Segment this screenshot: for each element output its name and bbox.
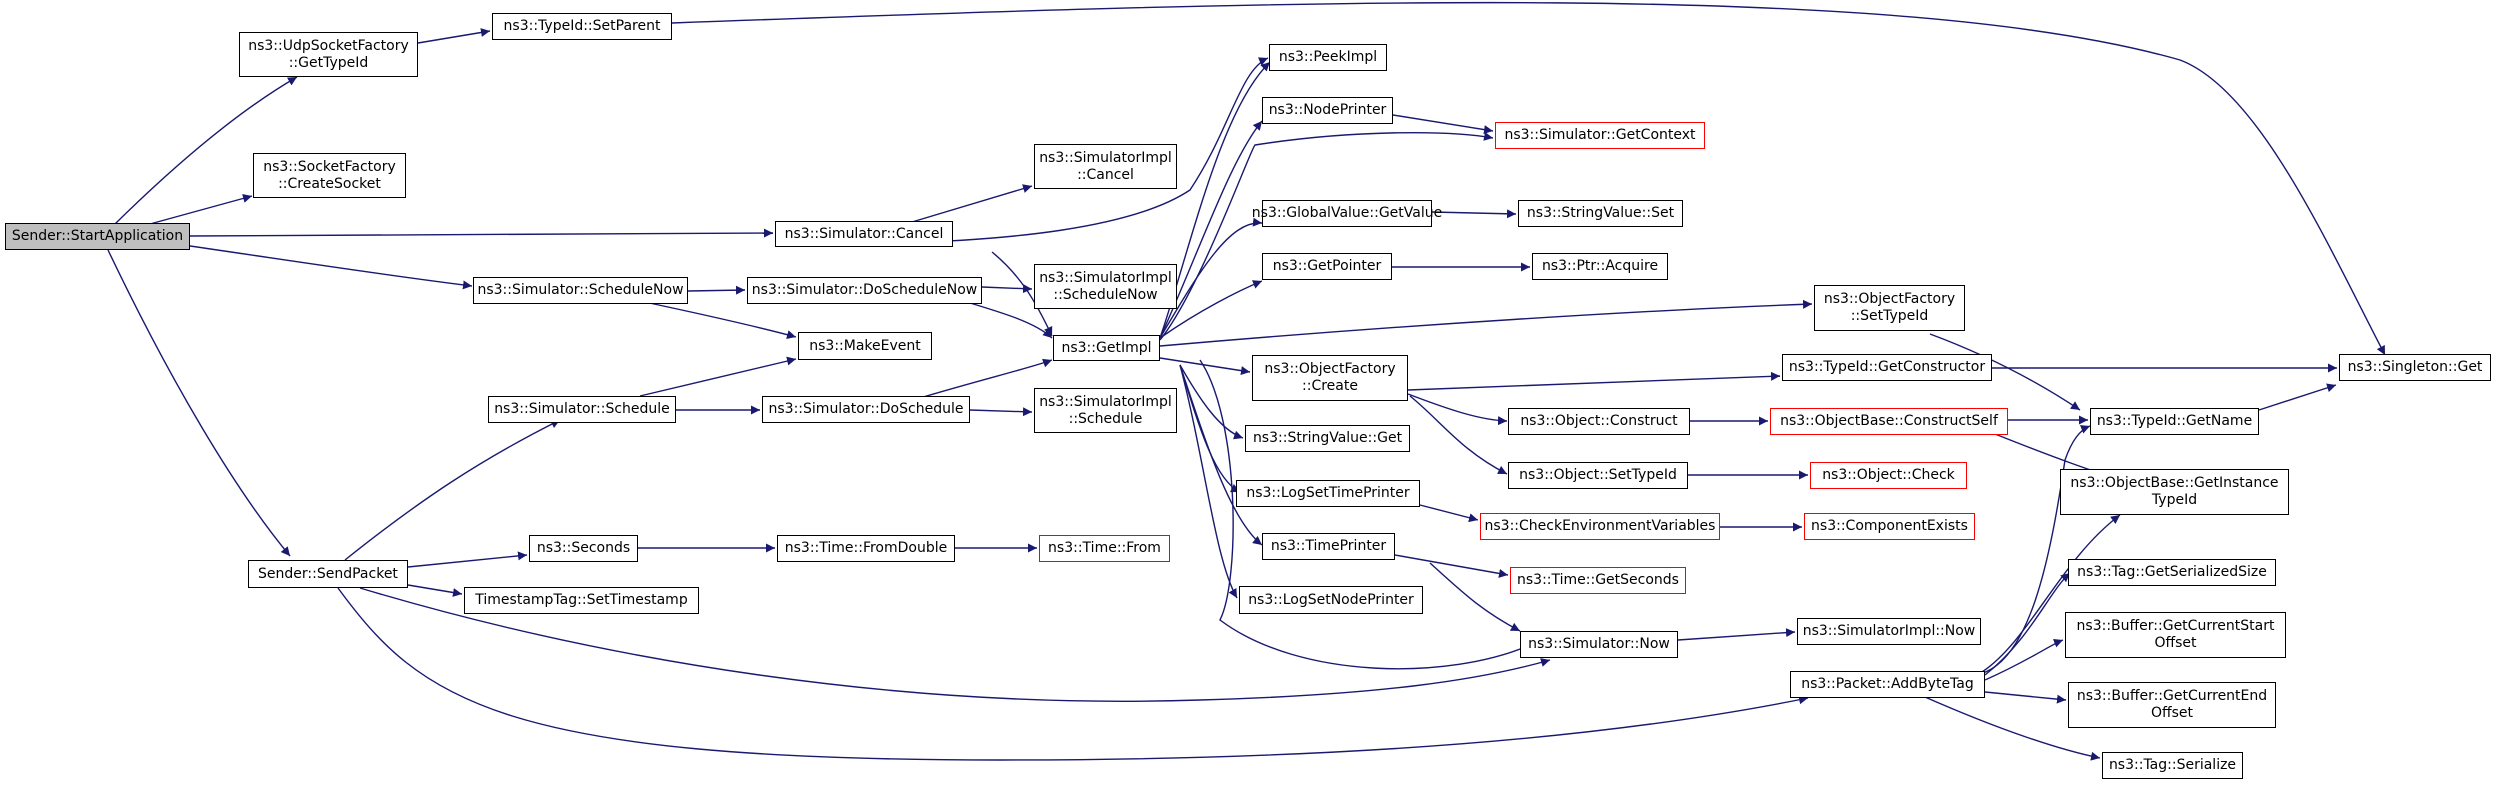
edge bbox=[1984, 691, 2067, 704]
edge bbox=[1929, 333, 2081, 411]
edge bbox=[1981, 514, 2121, 673]
node-check-environment-variables[interactable]: ns3::CheckEnvironmentVariables bbox=[1480, 513, 1720, 540]
node-tag-get-serialized-size[interactable]: ns3::Tag::GetSerializedSize bbox=[2068, 559, 2276, 586]
edge bbox=[1179, 364, 1263, 546]
node-buffer-get-current-end-offset[interactable]: ns3::Buffer::GetCurrentEnd Offset bbox=[2068, 682, 2276, 728]
node-sender-start-application: Sender::StartApplication bbox=[5, 223, 190, 250]
edge bbox=[1392, 114, 1494, 135]
edge bbox=[1394, 554, 1509, 578]
node-simulator-impl-schedule-now[interactable]: ns3::SimulatorImpl ::ScheduleNow bbox=[1034, 264, 1177, 309]
edge bbox=[407, 551, 528, 568]
node-object-construct[interactable]: ns3::Object::Construct bbox=[1508, 408, 1690, 435]
edge bbox=[1159, 299, 1813, 347]
node-simulator-impl-now[interactable]: ns3::SimulatorImpl::Now bbox=[1797, 618, 1981, 645]
node-node-printer[interactable]: ns3::NodePrinter bbox=[1262, 97, 1393, 124]
node-type-id-set-parent[interactable]: ns3::TypeId::SetParent bbox=[492, 13, 672, 40]
node-sender-send-packet[interactable]: Sender::SendPacket bbox=[248, 560, 408, 588]
node-tag-serialize[interactable]: ns3::Tag::Serialize bbox=[2102, 752, 2243, 779]
node-string-value-get[interactable]: ns3::StringValue::Get bbox=[1245, 425, 1410, 452]
node-udp-socket-factory-get-type-id[interactable]: ns3::UdpSocketFactory ::GetTypeId bbox=[239, 32, 418, 77]
node-object-factory-create[interactable]: ns3::ObjectFactory ::Create bbox=[1252, 355, 1408, 401]
edge bbox=[344, 419, 561, 561]
node-component-exists[interactable]: ns3::ComponentExists bbox=[1804, 513, 1975, 540]
edge bbox=[1159, 217, 1263, 339]
node-time-get-seconds[interactable]: ns3::Time::GetSeconds bbox=[1510, 567, 1686, 594]
node-object-factory-set-type-id[interactable]: ns3::ObjectFactory ::SetTypeId bbox=[1814, 285, 1965, 331]
edge bbox=[1677, 628, 1796, 641]
edge bbox=[1409, 395, 1508, 475]
node-log-set-node-printer[interactable]: ns3::LogSetNodePrinter bbox=[1239, 586, 1423, 614]
edge bbox=[149, 194, 253, 225]
edge bbox=[969, 407, 1033, 417]
node-get-pointer[interactable]: ns3::GetPointer bbox=[1262, 253, 1392, 280]
edge bbox=[114, 76, 298, 225]
edge bbox=[1407, 393, 1508, 426]
node-string-value-set[interactable]: ns3::StringValue::Set bbox=[1518, 200, 1683, 227]
edge bbox=[189, 228, 774, 238]
edge bbox=[1159, 280, 1263, 339]
node-singleton-get[interactable]: ns3::Singleton::Get bbox=[2339, 354, 2491, 381]
node-socket-factory-create-socket[interactable]: ns3::SocketFactory ::CreateSocket bbox=[253, 153, 406, 198]
node-time-from-double[interactable]: ns3::Time::FromDouble bbox=[777, 535, 955, 562]
edge bbox=[1984, 639, 2064, 681]
node-type-id-get-constructor[interactable]: ns3::TypeId::GetConstructor bbox=[1782, 354, 1992, 381]
edge bbox=[1159, 131, 1494, 341]
node-simulator-schedule-now[interactable]: ns3::Simulator::ScheduleNow bbox=[473, 277, 688, 304]
edge bbox=[2258, 383, 2337, 411]
node-simulator-schedule[interactable]: ns3::Simulator::Schedule bbox=[488, 396, 676, 423]
node-object-check[interactable]: ns3::Object::Check bbox=[1810, 462, 1967, 489]
edge bbox=[639, 300, 797, 340]
node-global-value-get-value[interactable]: ns3::GlobalValue::GetValue bbox=[1252, 200, 1442, 227]
edge bbox=[417, 28, 491, 44]
node-simulator-cancel[interactable]: ns3::Simulator::Cancel bbox=[775, 221, 953, 247]
node-time-printer[interactable]: ns3::TimePrinter bbox=[1262, 533, 1395, 560]
node-peek-impl[interactable]: ns3::PeekImpl bbox=[1269, 44, 1387, 71]
node-object-base-construct-self[interactable]: ns3::ObjectBase::ConstructSelf bbox=[1770, 408, 2008, 435]
node-simulator-impl-cancel[interactable]: ns3::SimulatorImpl ::Cancel bbox=[1034, 144, 1177, 189]
edge bbox=[407, 584, 463, 597]
node-get-impl[interactable]: ns3::GetImpl bbox=[1053, 335, 1160, 361]
edge bbox=[1429, 562, 1521, 632]
edge bbox=[1179, 364, 1244, 440]
edge bbox=[359, 587, 1551, 702]
edge bbox=[899, 57, 1269, 244]
node-simulator-now[interactable]: ns3::Simulator::Now bbox=[1520, 631, 1678, 658]
edge bbox=[1984, 572, 2071, 676]
edge bbox=[337, 587, 1809, 761]
node-make-event[interactable]: ns3::MakeEvent bbox=[798, 332, 932, 360]
node-timestamp-tag-set-timestamp[interactable]: TimestampTag::SetTimestamp bbox=[464, 587, 699, 614]
edge bbox=[1419, 504, 1479, 523]
edge bbox=[1431, 209, 1517, 219]
edge bbox=[1179, 364, 1238, 599]
node-simulator-do-schedule-now[interactable]: ns3::Simulator::DoScheduleNow bbox=[747, 277, 982, 304]
edge bbox=[189, 245, 473, 290]
node-packet-add-byte-tag[interactable]: ns3::Packet::AddByteTag bbox=[1790, 671, 1985, 698]
edge bbox=[1407, 371, 1781, 391]
edge bbox=[919, 358, 1053, 399]
node-simulator-get-context[interactable]: ns3::Simulator::GetContext bbox=[1495, 122, 1705, 149]
edge bbox=[639, 356, 797, 397]
node-simulator-do-schedule[interactable]: ns3::Simulator::DoSchedule bbox=[762, 396, 970, 423]
node-object-base-get-instance-type-id[interactable]: ns3::ObjectBase::GetInstance TypeId bbox=[2060, 469, 2289, 515]
edge bbox=[671, 1, 2386, 356]
edge bbox=[981, 284, 1033, 294]
edge bbox=[107, 249, 291, 557]
node-type-id-get-name[interactable]: ns3::TypeId::GetName bbox=[2090, 408, 2259, 435]
edge bbox=[1924, 696, 2101, 761]
node-seconds[interactable]: ns3::Seconds bbox=[529, 535, 638, 562]
edge bbox=[687, 285, 746, 295]
node-log-set-time-printer[interactable]: ns3::LogSetTimePrinter bbox=[1236, 480, 1420, 507]
node-object-set-type-id[interactable]: ns3::Object::SetTypeId bbox=[1508, 462, 1688, 489]
edge bbox=[1199, 359, 1531, 670]
node-time-from[interactable]: ns3::Time::From bbox=[1039, 535, 1170, 562]
edge bbox=[1159, 357, 1251, 376]
edge bbox=[911, 184, 1033, 223]
node-simulator-impl-schedule[interactable]: ns3::SimulatorImpl ::Schedule bbox=[1034, 388, 1177, 433]
node-ptr-acquire[interactable]: ns3::Ptr::Acquire bbox=[1532, 253, 1668, 280]
node-buffer-get-current-start-offset[interactable]: ns3::Buffer::GetCurrentStart Offset bbox=[2065, 612, 2286, 658]
